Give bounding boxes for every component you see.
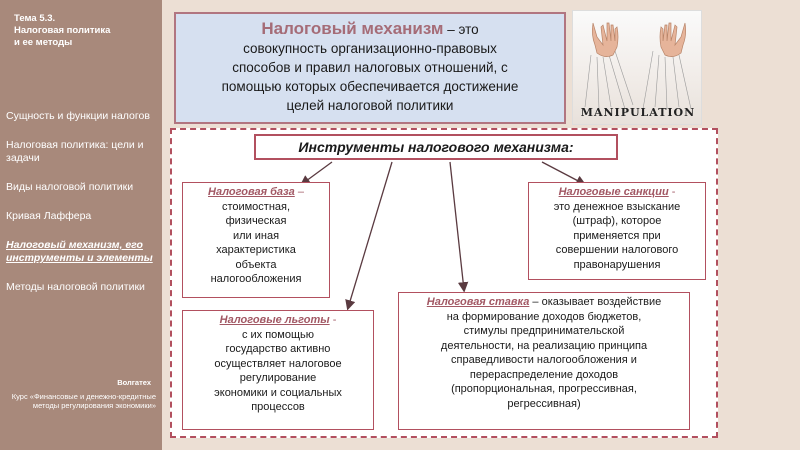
card-line: применяется при xyxy=(573,229,661,242)
definition-line: помощью которых обеспечивается достижени… xyxy=(221,79,519,94)
sidebar-item-laffer-curve[interactable]: Кривая Лаффера xyxy=(6,210,92,222)
card-line: это денежное взыскание xyxy=(553,200,681,213)
card-line: – оказывает воздействие xyxy=(529,296,662,308)
card-line: государство активно xyxy=(225,343,331,355)
card-tax-sanctions: Налоговые санкции - это денежное взыскан… xyxy=(528,182,706,280)
card-line: физическая xyxy=(225,215,287,227)
card-line: регрессивная) xyxy=(507,397,581,410)
card-dash: - xyxy=(329,314,337,326)
card-line: осуществляет налоговое xyxy=(214,357,342,370)
sidebar-item-policy-types[interactable]: Виды налоговой политики xyxy=(6,181,134,193)
card-dash: - xyxy=(668,186,676,198)
card-line: с их помощью xyxy=(241,328,315,341)
manipulation-word: MANIPULATION xyxy=(580,106,696,119)
card-line: процессов xyxy=(251,401,305,413)
card-line: перераспределение доходов xyxy=(469,368,619,381)
right-hand-icon xyxy=(647,17,691,61)
card-line: или иная xyxy=(232,229,280,242)
definition-box: Налоговый механизм – это совокупность ор… xyxy=(174,12,566,124)
card-tax-rate: Налоговая ставка – оказывает воздействие… xyxy=(398,292,690,430)
sidebar-item-policy-methods[interactable]: Методы налоговой политики xyxy=(6,281,145,293)
card-line: (пропорциональная, прогрессивная, xyxy=(451,383,637,395)
card-line: на формирование доходов бюджетов, xyxy=(446,310,642,323)
card-line: стимулы предпринимательской xyxy=(463,325,625,337)
card-line: стоимостная, xyxy=(221,200,291,213)
card-line: совершении налогового xyxy=(555,244,679,256)
card-line: справедливости налогообложения и xyxy=(451,354,637,366)
slide-main: Налоговый механизм – это совокупность ор… xyxy=(162,0,800,450)
left-hand-icon xyxy=(587,17,631,61)
sidebar-nav: Сущность и функции налогов Налоговая пол… xyxy=(6,110,156,310)
card-line: характеристика xyxy=(216,244,296,256)
sidebar-item-tax-mechanism[interactable]: Налоговый механизм, его инструменты и эл… xyxy=(6,239,153,264)
card-title: Налоговые санкции xyxy=(558,186,669,198)
card-line: экономики и социальных xyxy=(214,386,342,399)
topic-heading: Тема 5.3. Налоговая политика и ее методы xyxy=(14,13,111,48)
sidebar: Тема 5.3. Налоговая политика и ее методы… xyxy=(0,0,162,450)
card-line: объекта xyxy=(235,258,277,271)
card-line: правонарушения xyxy=(573,258,661,271)
card-line: (штраф), которое xyxy=(572,215,662,227)
definition-term: Налоговый механизм xyxy=(261,19,444,38)
card-line: деятельности, на реализацию принципа xyxy=(440,339,648,352)
sidebar-item-policy-goals[interactable]: Налоговая политика: цели и задачи xyxy=(6,139,144,164)
card-tax-base: Налоговая база – стоимостная, физическая… xyxy=(182,182,330,298)
footer-org: Волгатех xyxy=(117,378,151,387)
definition-line: способов и правил налоговых отношений, с xyxy=(232,60,508,75)
puppet-strings xyxy=(584,50,692,110)
card-title: Налоговая база xyxy=(208,186,295,198)
card-line: регулирование xyxy=(239,372,317,384)
card-line: налогообложения xyxy=(210,273,302,285)
card-title: Налоговые льготы xyxy=(219,314,330,326)
card-title: Налоговая ставка xyxy=(426,296,530,308)
card-dash: – xyxy=(294,186,304,198)
definition-line: целей налоговой политики xyxy=(286,98,454,113)
sidebar-item-essence[interactable]: Сущность и функции налогов xyxy=(6,110,150,122)
definition-line: совокупность организационно-правовых xyxy=(243,41,497,56)
tools-title: Инструменты налогового механизма: xyxy=(254,134,618,160)
footer-course: Курс «Финансовые и денежно-кредитные мет… xyxy=(11,392,156,410)
manipulation-image: MANIPULATION xyxy=(572,10,702,125)
definition-heading-line: Налоговый механизм – это xyxy=(176,19,564,39)
definition-dash: – это xyxy=(443,22,479,37)
card-tax-benefits: Налоговые льготы - с их помощью государс… xyxy=(182,310,374,430)
